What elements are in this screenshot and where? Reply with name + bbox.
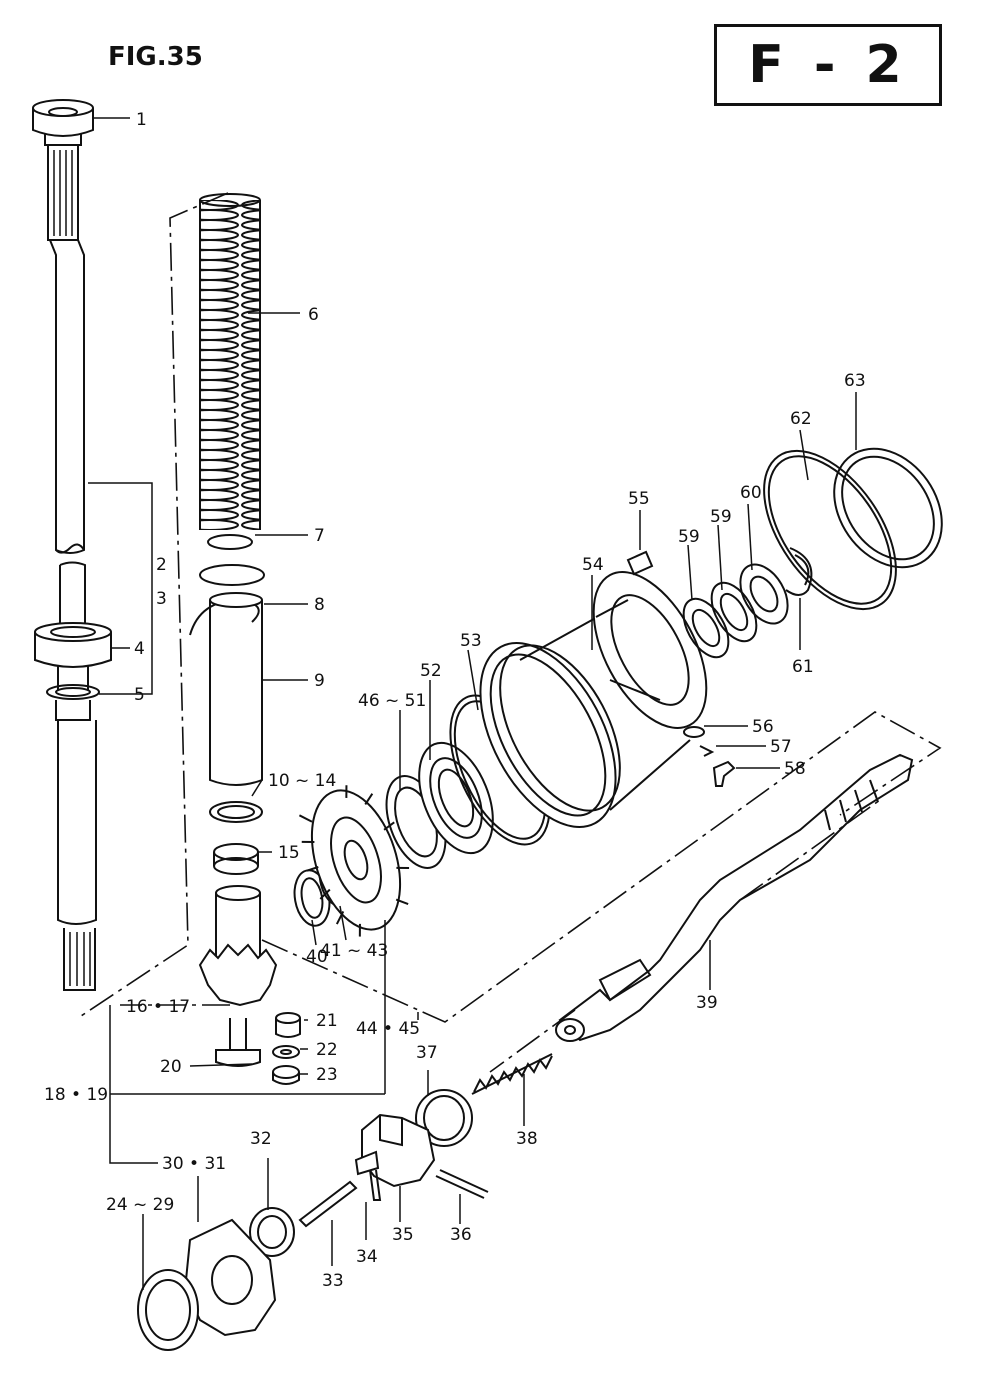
- callout-59-a: 59: [678, 527, 700, 547]
- callout-8: 8: [314, 595, 325, 615]
- callout-57: 57: [770, 737, 792, 757]
- callout-61: 61: [792, 657, 814, 677]
- gear-bearing-stack: [293, 694, 551, 937]
- sheet-code-box: F - 2: [714, 24, 942, 106]
- driveshaft-part: [32, 99, 112, 991]
- spring-38: [471, 1053, 553, 1095]
- callout-59-b: 59: [710, 507, 732, 527]
- callout-58: 58: [784, 759, 806, 779]
- tube-part: [189, 534, 301, 1085]
- callout-10-14: 10 ~ 14: [268, 771, 336, 791]
- callout-62: 62: [790, 409, 812, 429]
- figure-label: FIG.35: [108, 42, 203, 72]
- callout-53: 53: [460, 631, 482, 651]
- callout-2: 2: [156, 555, 167, 575]
- callout-54: 54: [582, 555, 604, 575]
- callout-15: 15: [278, 843, 300, 863]
- callout-40: 40: [306, 947, 328, 967]
- callout-55: 55: [628, 489, 650, 509]
- callout-1: 1: [136, 110, 147, 130]
- callout-36: 36: [450, 1225, 472, 1245]
- callout-30-31: 30 • 31: [162, 1154, 226, 1174]
- callout-56: 56: [752, 717, 774, 737]
- carrier-part: [479, 571, 708, 828]
- callout-60: 60: [740, 483, 762, 503]
- callout-3: 3: [156, 589, 167, 609]
- callout-16-17: 16 • 17: [126, 997, 190, 1017]
- callout-21: 21: [316, 1011, 338, 1031]
- callout-35: 35: [392, 1225, 414, 1245]
- callout-32: 32: [250, 1129, 272, 1149]
- callout-63: 63: [844, 371, 866, 391]
- callout-22: 22: [316, 1040, 338, 1060]
- leader-lines: [88, 117, 857, 1290]
- callout-7: 7: [314, 526, 325, 546]
- callout-24-29: 24 ~ 29: [106, 1195, 174, 1215]
- callout-39: 39: [696, 993, 718, 1013]
- callout-34: 34: [356, 1247, 378, 1267]
- callout-46-51: 46 ~ 51: [358, 691, 426, 711]
- clutch-part: [298, 1089, 489, 1228]
- assembly-outline: [77, 192, 942, 1073]
- callout-20: 20: [160, 1057, 182, 1077]
- small-parts: [626, 447, 943, 787]
- callout-38: 38: [516, 1129, 538, 1149]
- callout-labels: 1 2 3 4 5 6 7 8 9 10 ~ 14 15 16 • 17 18 …: [44, 110, 866, 1291]
- callout-33: 33: [322, 1271, 344, 1291]
- spring-part: [199, 193, 261, 530]
- callout-6: 6: [308, 305, 319, 325]
- pinion-part: [137, 1207, 295, 1351]
- callout-5: 5: [134, 685, 145, 705]
- callout-44-45: 44 • 45: [356, 1019, 420, 1039]
- callout-41-43: 41 ~ 43: [320, 941, 388, 961]
- callout-52: 52: [420, 661, 442, 681]
- callout-18-19: 18 • 19: [44, 1085, 108, 1105]
- callout-23: 23: [316, 1065, 338, 1085]
- callout-37: 37: [416, 1043, 438, 1063]
- callout-4: 4: [134, 639, 145, 659]
- callout-9: 9: [314, 671, 325, 691]
- propeller-shaft: [555, 753, 914, 1042]
